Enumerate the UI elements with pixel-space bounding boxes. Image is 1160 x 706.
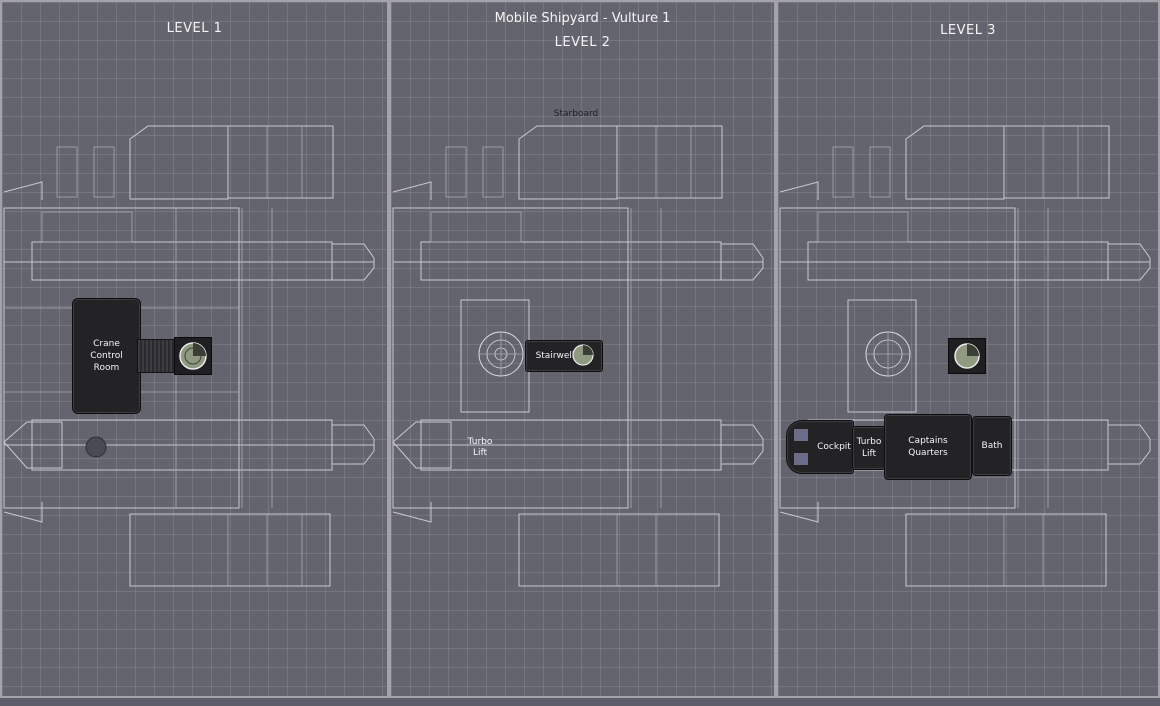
bath-label: Bath — [981, 441, 1003, 451]
crane-control-room: Crane Control Room — [72, 298, 141, 414]
radar-console-icon — [948, 338, 986, 374]
level-3-panel: LEVEL 3 — [776, 0, 1160, 698]
level-3-blueprint — [779, 125, 1151, 587]
pilot-seat-icon — [793, 428, 809, 442]
radar-console-icon — [571, 343, 595, 367]
level-2-blueprint — [392, 125, 764, 587]
ship-outline-level-3 — [779, 125, 1151, 587]
level-2-title: LEVEL 2 — [554, 35, 611, 50]
captains-quarters-room: Captains Quarters — [884, 414, 972, 480]
captains-quarters-label: Captains Quarters — [908, 436, 948, 458]
turbo-lift-label-level-2: Turbo Lift — [467, 437, 493, 458]
turbo-lift-room: Turbo Lift — [852, 426, 886, 470]
crane-control-room-label: Crane Control Room — [90, 339, 123, 373]
level-1-title: LEVEL 1 — [166, 21, 223, 36]
ship-outline-level-2 — [392, 125, 764, 587]
cockpit-label: Cockpit — [817, 442, 851, 452]
bath-room: Bath — [972, 416, 1012, 476]
stairwell-label: Stairwell — [535, 351, 575, 361]
document-title: Mobile Shipyard - Vulture 1 — [494, 11, 671, 26]
level-3-title: LEVEL 3 — [940, 23, 996, 38]
pilot-seat-icon — [793, 452, 809, 466]
turbo-lift-label-level-3: Turbo Lift — [856, 437, 882, 459]
stairwell-room: Stairwell — [525, 340, 603, 372]
starboard-label: Starboard — [553, 109, 599, 119]
radar-console-icon — [174, 337, 212, 375]
level-1-panel: LEVEL 1 — [0, 0, 389, 698]
crane-control-console — [137, 339, 179, 373]
level-2-panel: Mobile Shipyard - Vulture 1 LEVEL 2 Star… — [389, 0, 776, 698]
